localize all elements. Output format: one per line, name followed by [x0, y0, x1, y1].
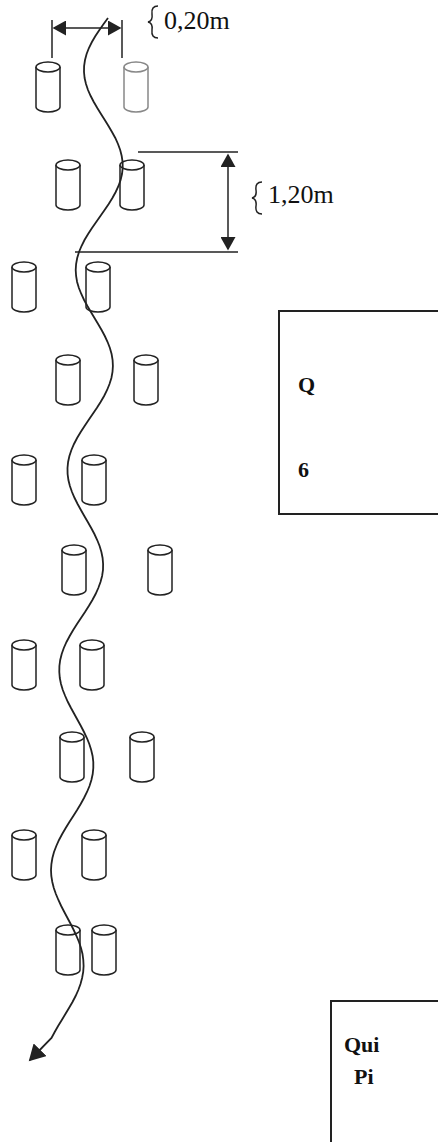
cone: [12, 645, 36, 690]
cone: [124, 67, 148, 112]
cone-top: [56, 160, 80, 170]
cone: [120, 165, 144, 210]
cone: [134, 360, 158, 405]
cone: [62, 550, 86, 595]
cone: [148, 550, 172, 595]
box-text: Pi: [354, 1064, 374, 1090]
cone: [130, 737, 154, 782]
cone-top: [62, 545, 86, 555]
cone: [36, 67, 60, 112]
cone-top: [56, 355, 80, 365]
slalom-path: [30, 18, 123, 1060]
cone: [82, 835, 106, 880]
brace-symbol: [250, 180, 264, 216]
cone-top: [36, 62, 60, 72]
cone: [12, 267, 36, 312]
cone: [12, 460, 36, 505]
dimension-arrow: [227, 155, 229, 249]
cone-top: [80, 640, 104, 650]
cone-top: [12, 455, 36, 465]
box-text: Q: [298, 372, 315, 398]
brace: [146, 4, 160, 47]
dimension-tick: [121, 20, 123, 58]
cone-top: [120, 160, 144, 170]
dimension-line: [138, 151, 238, 153]
box-text: Qui: [344, 1032, 379, 1058]
cone-top: [134, 355, 158, 365]
cone-top: [82, 830, 106, 840]
cone: [56, 360, 80, 405]
cone-top: [60, 732, 84, 742]
cone-top: [12, 830, 36, 840]
cone: [60, 737, 84, 782]
cone-top: [56, 925, 80, 935]
cone: [12, 835, 36, 880]
cone-top: [12, 262, 36, 272]
cone: [56, 165, 80, 210]
cone-top: [130, 732, 154, 742]
cone-top: [92, 925, 116, 935]
cone: [82, 460, 106, 505]
dimension-tick: [51, 20, 53, 58]
cone-top: [148, 545, 172, 555]
box-text: 6: [298, 457, 309, 483]
cone: [86, 267, 110, 312]
cone-top: [12, 640, 36, 650]
cone-top: [124, 62, 148, 72]
dimension-arrow: [54, 27, 120, 29]
brace: [250, 180, 264, 223]
text-box: Q6: [278, 310, 438, 515]
cone-top: [86, 262, 110, 272]
dimension-label: 1,20m: [268, 180, 334, 210]
brace-symbol: [146, 4, 160, 40]
cone: [92, 930, 116, 975]
dimension-line: [75, 251, 238, 253]
dimension-label: 0,20m: [164, 6, 230, 36]
text-box: QuiPi: [330, 1000, 438, 1142]
cone-top: [82, 455, 106, 465]
cone: [80, 645, 104, 690]
